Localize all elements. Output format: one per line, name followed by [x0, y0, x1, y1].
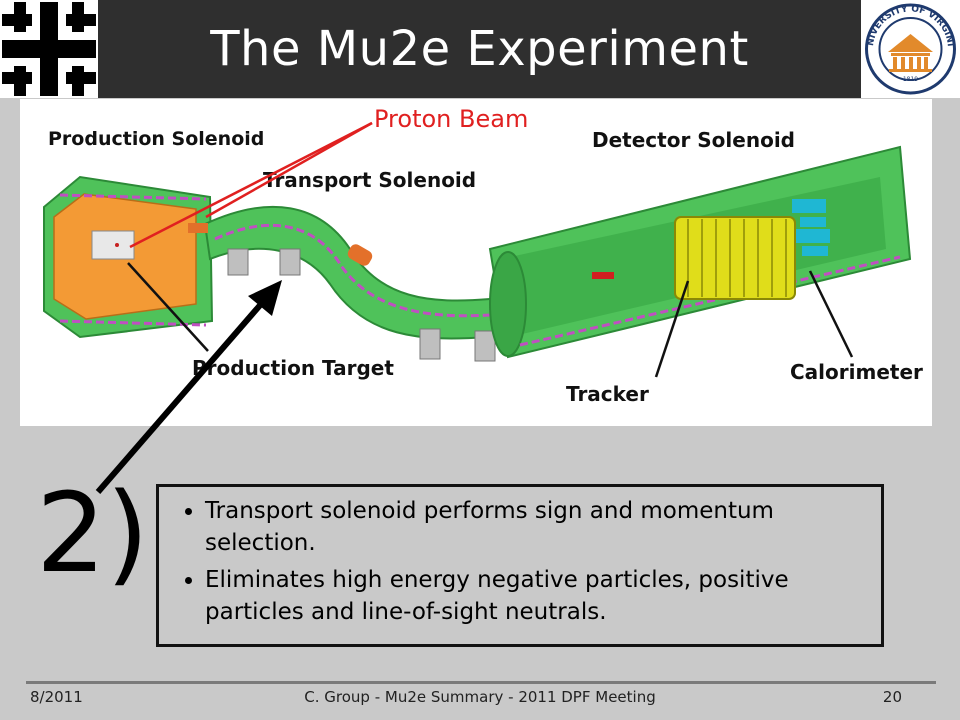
label-calorimeter: Calorimeter	[790, 360, 923, 384]
bullet-list: Transport solenoid performs sign and mom…	[175, 495, 871, 628]
label-detector-solenoid: Detector Solenoid	[592, 128, 795, 152]
fermilab-logo	[0, 0, 98, 98]
footer-date: 8/2011	[30, 688, 83, 706]
uva-seal-year: 1819	[903, 76, 918, 83]
detector-solenoid-shape	[488, 145, 912, 359]
slide-title: The Mu2e Experiment	[210, 21, 749, 77]
title-bar: The Mu2e Experiment	[98, 0, 861, 98]
label-proton-beam: Proton Beam	[374, 105, 528, 133]
footer-divider	[26, 681, 936, 684]
footer-page-number: 20	[882, 688, 902, 706]
bullet-item: Transport solenoid performs sign and mom…	[205, 495, 871, 559]
production-solenoid-shape	[43, 175, 214, 339]
uva-logo: 1819 UNIVERSITY OF VIRGINIA	[857, 0, 960, 98]
label-transport-solenoid: Transport Solenoid	[263, 168, 476, 192]
label-tracker: Tracker	[566, 382, 649, 406]
transport-solenoid-shape	[188, 205, 541, 362]
proton-beam-pointers	[129, 121, 373, 249]
pointer-lines	[127, 262, 854, 378]
step-number-label: 2)	[36, 469, 149, 597]
uva-seal-icon: 1819 UNIVERSITY OF VIRGINIA	[857, 0, 956, 95]
mu2e-apparatus-illustration: Proton Beam Production Solenoid Transpor…	[43, 105, 923, 406]
bullet-item: Eliminates high energy negative particle…	[205, 564, 871, 628]
label-production-solenoid: Production Solenoid	[48, 128, 264, 150]
bullet-box: Transport solenoid performs sign and mom…	[156, 484, 884, 647]
mu2e-diagram: Proton Beam Production Solenoid Transpor…	[20, 99, 932, 426]
fermilab-logo-icon	[2, 2, 96, 96]
footer-title: C. Group - Mu2e Summary - 2011 DPF Meeti…	[304, 688, 656, 706]
label-production-target: Production Target	[192, 356, 394, 380]
